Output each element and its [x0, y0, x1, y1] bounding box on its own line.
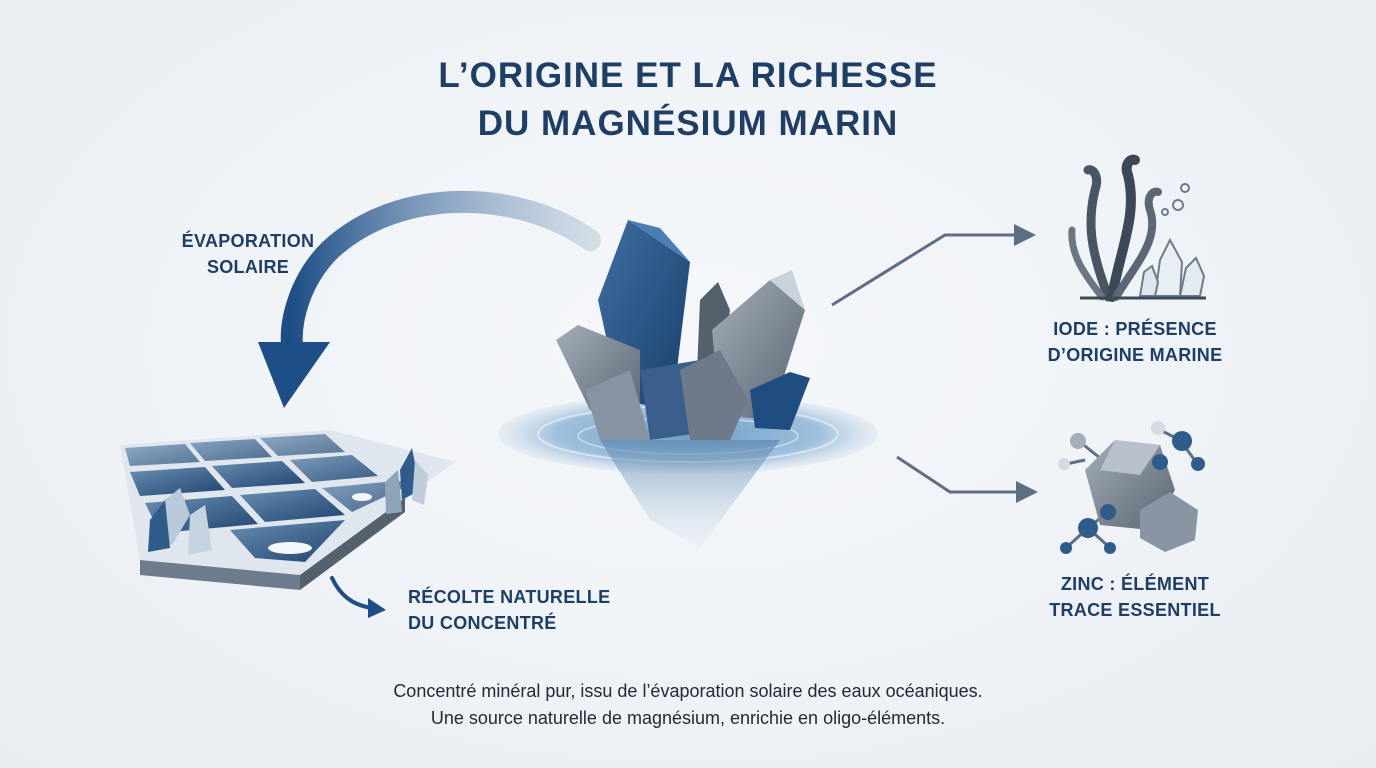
- title-line-2: DU MAGNÉSIUM MARIN: [477, 104, 899, 143]
- label-evaporation: ÉVAPORATION SOLAIRE: [168, 228, 328, 280]
- label-iode-line-2: D’ORIGINE MARINE: [1047, 345, 1223, 365]
- label-harvest: RÉCOLTE NATURELLE DU CONCENTRÉ: [408, 584, 648, 636]
- label-evaporation-line-1: ÉVAPORATION: [181, 231, 315, 251]
- seaweed-icon: [1068, 154, 1206, 302]
- zinc-molecule-icon: [1058, 421, 1205, 554]
- title-line-1: L’ORIGINE ET LA RICHESSE: [438, 56, 938, 95]
- label-harvest-line-1: RÉCOLTE NATURELLE: [408, 587, 611, 607]
- caption-line-2: Une source naturelle de magnésium, enric…: [430, 708, 946, 728]
- label-evaporation-line-2: SOLAIRE: [206, 257, 290, 277]
- label-iode-line-1: IODE : PRÉSENCE: [1053, 319, 1217, 339]
- iode-arrow-icon: [831, 224, 1036, 307]
- evaporation-arrow-icon: [258, 190, 601, 408]
- caption: Concentré minéral pur, issu de l’évapora…: [0, 678, 1376, 732]
- salt-pans-icon: [120, 430, 455, 590]
- page-title: L’ORIGINE ET LA RICHESSE DU MAGNÉSIUM MA…: [0, 52, 1376, 148]
- label-harvest-line-2: DU CONCENTRÉ: [408, 613, 557, 633]
- crystal-cluster-icon: [498, 220, 878, 548]
- label-zinc-line-2: TRACE ESSENTIEL: [1049, 600, 1221, 620]
- zinc-arrow-icon: [896, 455, 1038, 503]
- caption-line-1: Concentré minéral pur, issu de l’évapora…: [393, 681, 983, 701]
- label-zinc-line-1: ZINC : ÉLÉMENT: [1060, 574, 1210, 594]
- label-zinc: ZINC : ÉLÉMENT TRACE ESSENTIEL: [1030, 571, 1240, 623]
- label-iode: IODE : PRÉSENCE D’ORIGINE MARINE: [1030, 316, 1240, 368]
- harvest-arrow-icon: [330, 576, 386, 618]
